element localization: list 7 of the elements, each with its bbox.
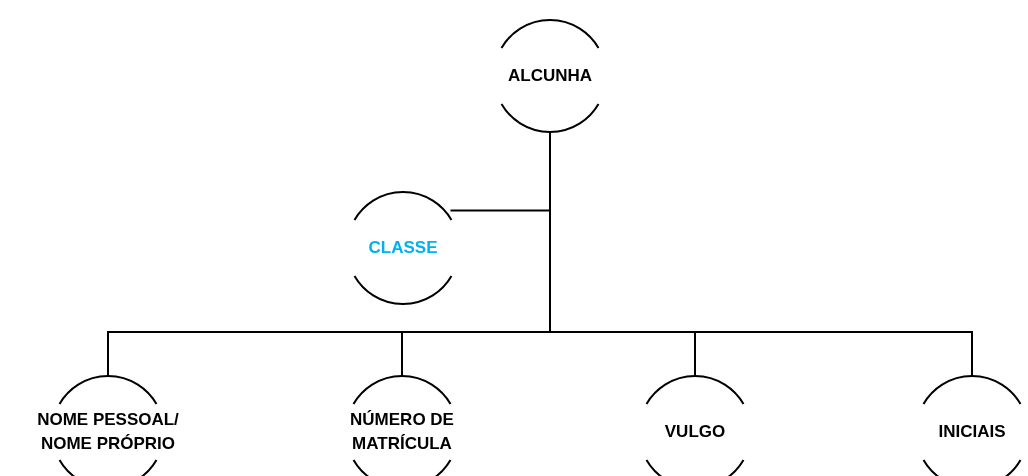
node-label: INICIAIS bbox=[938, 421, 1006, 443]
connector-line bbox=[549, 131, 973, 377]
node-label: NOME PESSOAL/ NOME PRÓPRIO bbox=[36, 409, 180, 455]
node-label: VULGO bbox=[664, 421, 726, 443]
node-label: NÚMERO DE MATRÍCULA bbox=[349, 409, 455, 455]
node-label: CLASSE bbox=[368, 237, 438, 259]
node-label: ALCUNHA bbox=[508, 65, 592, 87]
